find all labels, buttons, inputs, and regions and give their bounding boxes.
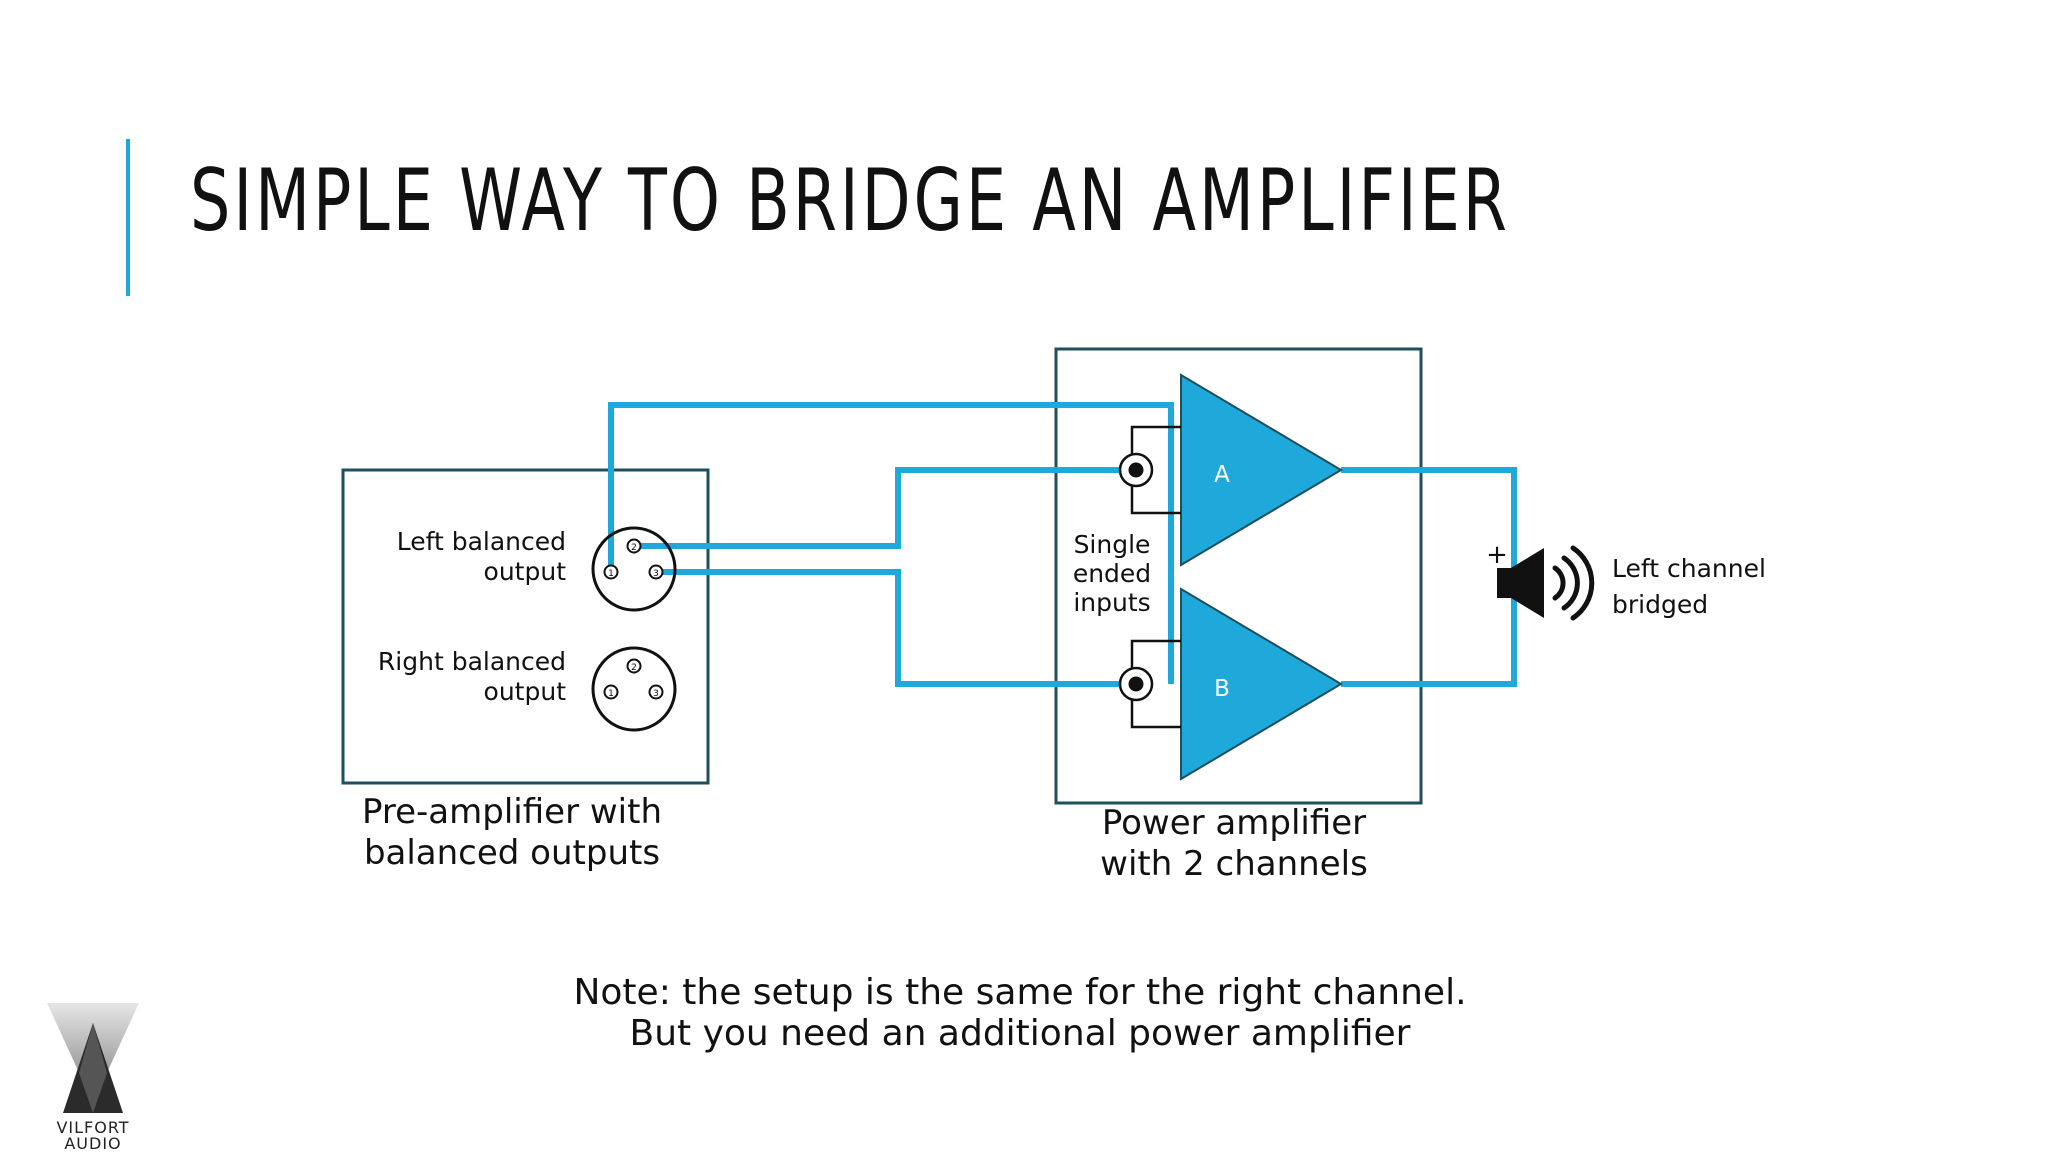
amp-a-output-wire xyxy=(1341,467,1517,578)
amp-channel-a-triangle xyxy=(1180,373,1343,567)
pin-label-1: 1 xyxy=(608,569,614,579)
power-amp-caption-2: with 2 channels xyxy=(1100,844,1368,884)
channel-a-label: A xyxy=(1214,462,1230,488)
pin-label-2: 2 xyxy=(631,663,637,673)
speaker-label: Left channel xyxy=(1612,554,1766,583)
xlr-right-pin-3 xyxy=(648,684,664,700)
power-amp-caption: Power amplifier xyxy=(1102,803,1366,843)
speaker-label-2: bridged xyxy=(1612,590,1708,619)
inputs-label: Single xyxy=(1074,530,1151,559)
slide-title: SIMPLE WAY TO BRIDGE AN AMPLIFIER xyxy=(190,151,1510,251)
hot-wire xyxy=(634,467,1136,549)
cold-wire xyxy=(656,569,1136,687)
note-line-2: But you need an additional power amplifi… xyxy=(629,1013,1411,1054)
left-output-label: Left balanced xyxy=(397,527,566,556)
vilfort-audio-logo: VILFORT AUDIO xyxy=(47,1003,139,1150)
channel-b-label: B xyxy=(1214,676,1230,702)
speaker-icon xyxy=(1497,545,1595,621)
logo-text-line-2: AUDIO xyxy=(64,1134,121,1150)
pin-label-2: 2 xyxy=(631,543,637,553)
xlr-left-pin-1 xyxy=(603,564,619,580)
right-output-label-2: output xyxy=(484,677,567,706)
rca-input-a xyxy=(1118,425,1181,515)
power-amp-box xyxy=(1054,347,1423,805)
xlr-right-connector: 1 2 3 xyxy=(591,646,677,732)
ground-wire xyxy=(608,402,1174,684)
xlr-left-pin-2 xyxy=(626,538,642,554)
note-text: Note: the setup is the same for the righ… xyxy=(520,972,1520,1054)
xlr-right-pin-1 xyxy=(603,684,619,700)
signal-wires xyxy=(608,402,1517,687)
inputs-label-3: inputs xyxy=(1073,588,1150,617)
xlr-left-connector: 1 2 3 xyxy=(591,526,677,612)
xlr-left-pin-3 xyxy=(648,564,664,580)
pin-label-3: 3 xyxy=(653,569,659,579)
amp-channel-b-triangle xyxy=(1180,587,1343,781)
inputs-label-2: ended xyxy=(1073,559,1151,588)
right-output-label: Right balanced xyxy=(378,647,566,676)
amp-b-output-wire xyxy=(1341,588,1517,687)
logo-text-line-1: VILFORT xyxy=(56,1118,129,1137)
pin-label-3: 3 xyxy=(653,689,659,699)
rca-input-b xyxy=(1118,639,1181,729)
left-output-label-2: output xyxy=(484,557,567,586)
preamp-caption-2: balanced outputs xyxy=(364,833,660,873)
pin-label-1: 1 xyxy=(608,689,614,699)
preamp-box xyxy=(341,468,710,785)
speaker-polarity-label: + xyxy=(1486,540,1508,570)
xlr-right-pin-2 xyxy=(626,658,642,674)
note-line-1: Note: the setup is the same for the righ… xyxy=(573,972,1467,1013)
preamp-caption: Pre-amplifier with xyxy=(362,792,662,832)
title-accent-bar xyxy=(126,139,130,296)
